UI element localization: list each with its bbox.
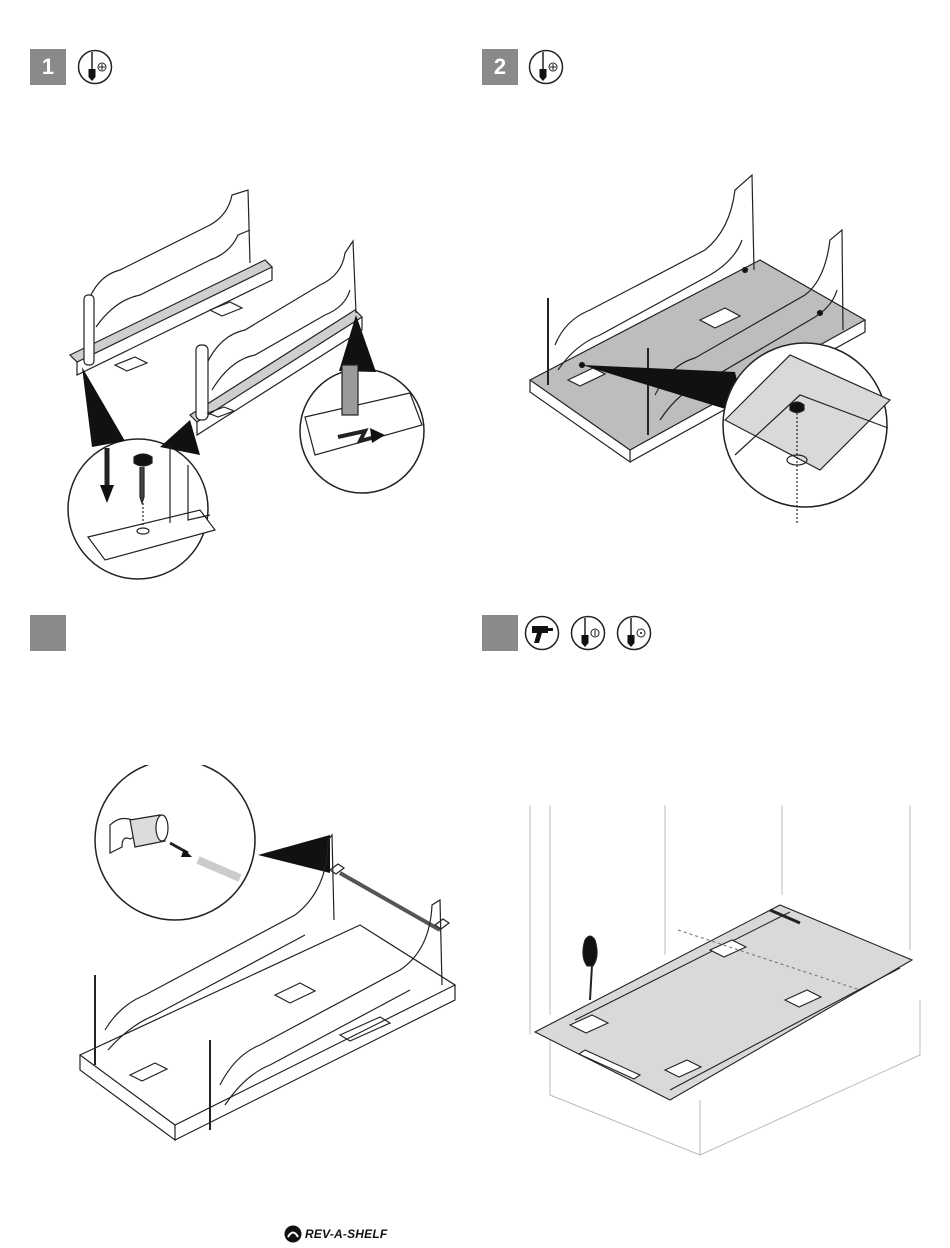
screwdriver-pilot-icon (616, 615, 652, 651)
phillips-screwdriver-icon (528, 49, 564, 85)
drill-bit-icon (570, 615, 606, 651)
drill-icon (524, 615, 560, 651)
brand-name: REV-A-SHELF (305, 1227, 387, 1241)
step-1-badge: 1 (30, 49, 66, 85)
step-3-illustration (70, 765, 470, 1165)
phillips-screwdriver-icon (77, 49, 113, 85)
brand-logo: REV-A-SHELF (284, 1223, 387, 1245)
step-4-illustration (520, 800, 925, 1160)
step-3-badge (30, 615, 66, 651)
step-4-badge (482, 615, 518, 651)
brand-mark-icon (284, 1225, 302, 1243)
step-1-illustration (60, 185, 440, 580)
step-2-badge: 2 (482, 49, 518, 85)
step-2-illustration (520, 170, 895, 530)
